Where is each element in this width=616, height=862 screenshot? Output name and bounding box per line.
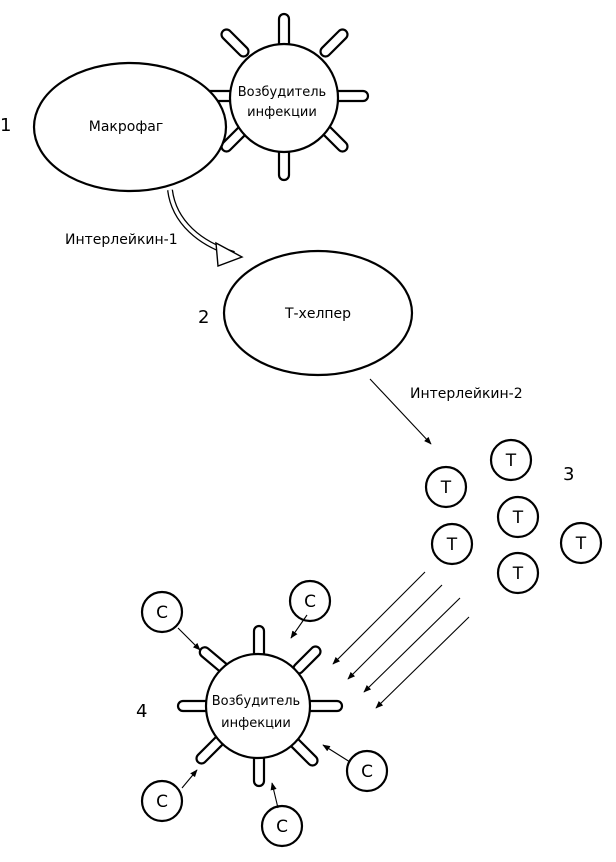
pathogen-top-label-line2: инфекции <box>247 105 317 120</box>
c-cell-4: С <box>260 804 304 848</box>
pathogen-bottom-label-line2: инфекции <box>221 716 291 731</box>
c-cell-circle <box>260 804 304 848</box>
t-cell-3: Т <box>496 495 540 539</box>
c-cell-2: С <box>288 579 332 623</box>
t-cell-letter: Т <box>575 534 587 554</box>
t-cell-group: Т Т Т Т Т Т <box>424 438 603 595</box>
c-cell-5: С <box>345 749 389 793</box>
t-cell-letter: Т <box>512 564 524 584</box>
t-cell-circle <box>489 438 533 482</box>
t-cell-circle <box>430 522 474 566</box>
t-cell-letter: Т <box>512 508 524 528</box>
t-cell-6: Т <box>559 521 603 565</box>
pathogen-bottom-body <box>204 652 312 760</box>
c-cell-1: С <box>140 590 184 634</box>
t-cell-letter: Т <box>440 478 452 498</box>
c-cell-letter: С <box>361 762 373 782</box>
t-cell-attack-arrows <box>332 571 470 709</box>
macrophage-label: Макрофаг <box>89 119 163 135</box>
step-number-2: 2 <box>198 307 209 328</box>
c-cell-circle <box>288 579 332 623</box>
pathogen-bottom-label-line1: Возбудитель <box>212 694 300 709</box>
c-cell-group: С С С С С <box>140 579 389 848</box>
t-cell-letter: Т <box>505 451 517 471</box>
t-cell-circle <box>496 495 540 539</box>
c-cell-arrows <box>177 614 351 809</box>
t-cell-5: Т <box>496 551 540 595</box>
step-number-3: 3 <box>563 464 574 485</box>
macrophage-cell <box>32 61 228 193</box>
t-cell-4: Т <box>430 522 474 566</box>
c-cell-letter: С <box>276 817 288 837</box>
c-cell-circle <box>140 590 184 634</box>
step-number-1: 1 <box>0 115 11 136</box>
interleukin-2-label: Интерлейкин-2 <box>410 386 523 402</box>
t-cell-1: Т <box>424 465 468 509</box>
interleukin-1-arrow <box>167 189 244 267</box>
t-cell-circle <box>559 521 603 565</box>
c-cell-letter: С <box>304 592 316 612</box>
t-cell-letter: Т <box>446 535 458 555</box>
c-cell-circle <box>345 749 389 793</box>
t-cell-2: Т <box>489 438 533 482</box>
c-cell-letter: С <box>156 792 168 812</box>
t-cell-circle <box>424 465 468 509</box>
c-cell-3: С <box>140 779 184 823</box>
interleukin-1-label: Интерлейкин-1 <box>65 232 178 248</box>
c-cell-letter: С <box>156 603 168 623</box>
t-helper-label: Т-хелпер <box>284 306 351 322</box>
pathogen-top-label-line1: Возбудитель <box>238 85 326 100</box>
t-cell-circle <box>496 551 540 595</box>
interleukin-2-arrow <box>369 378 432 445</box>
step-number-4: 4 <box>136 701 147 722</box>
pathogen-top-body <box>228 42 340 154</box>
c-cell-circle <box>140 779 184 823</box>
t-helper-cell <box>222 249 414 377</box>
